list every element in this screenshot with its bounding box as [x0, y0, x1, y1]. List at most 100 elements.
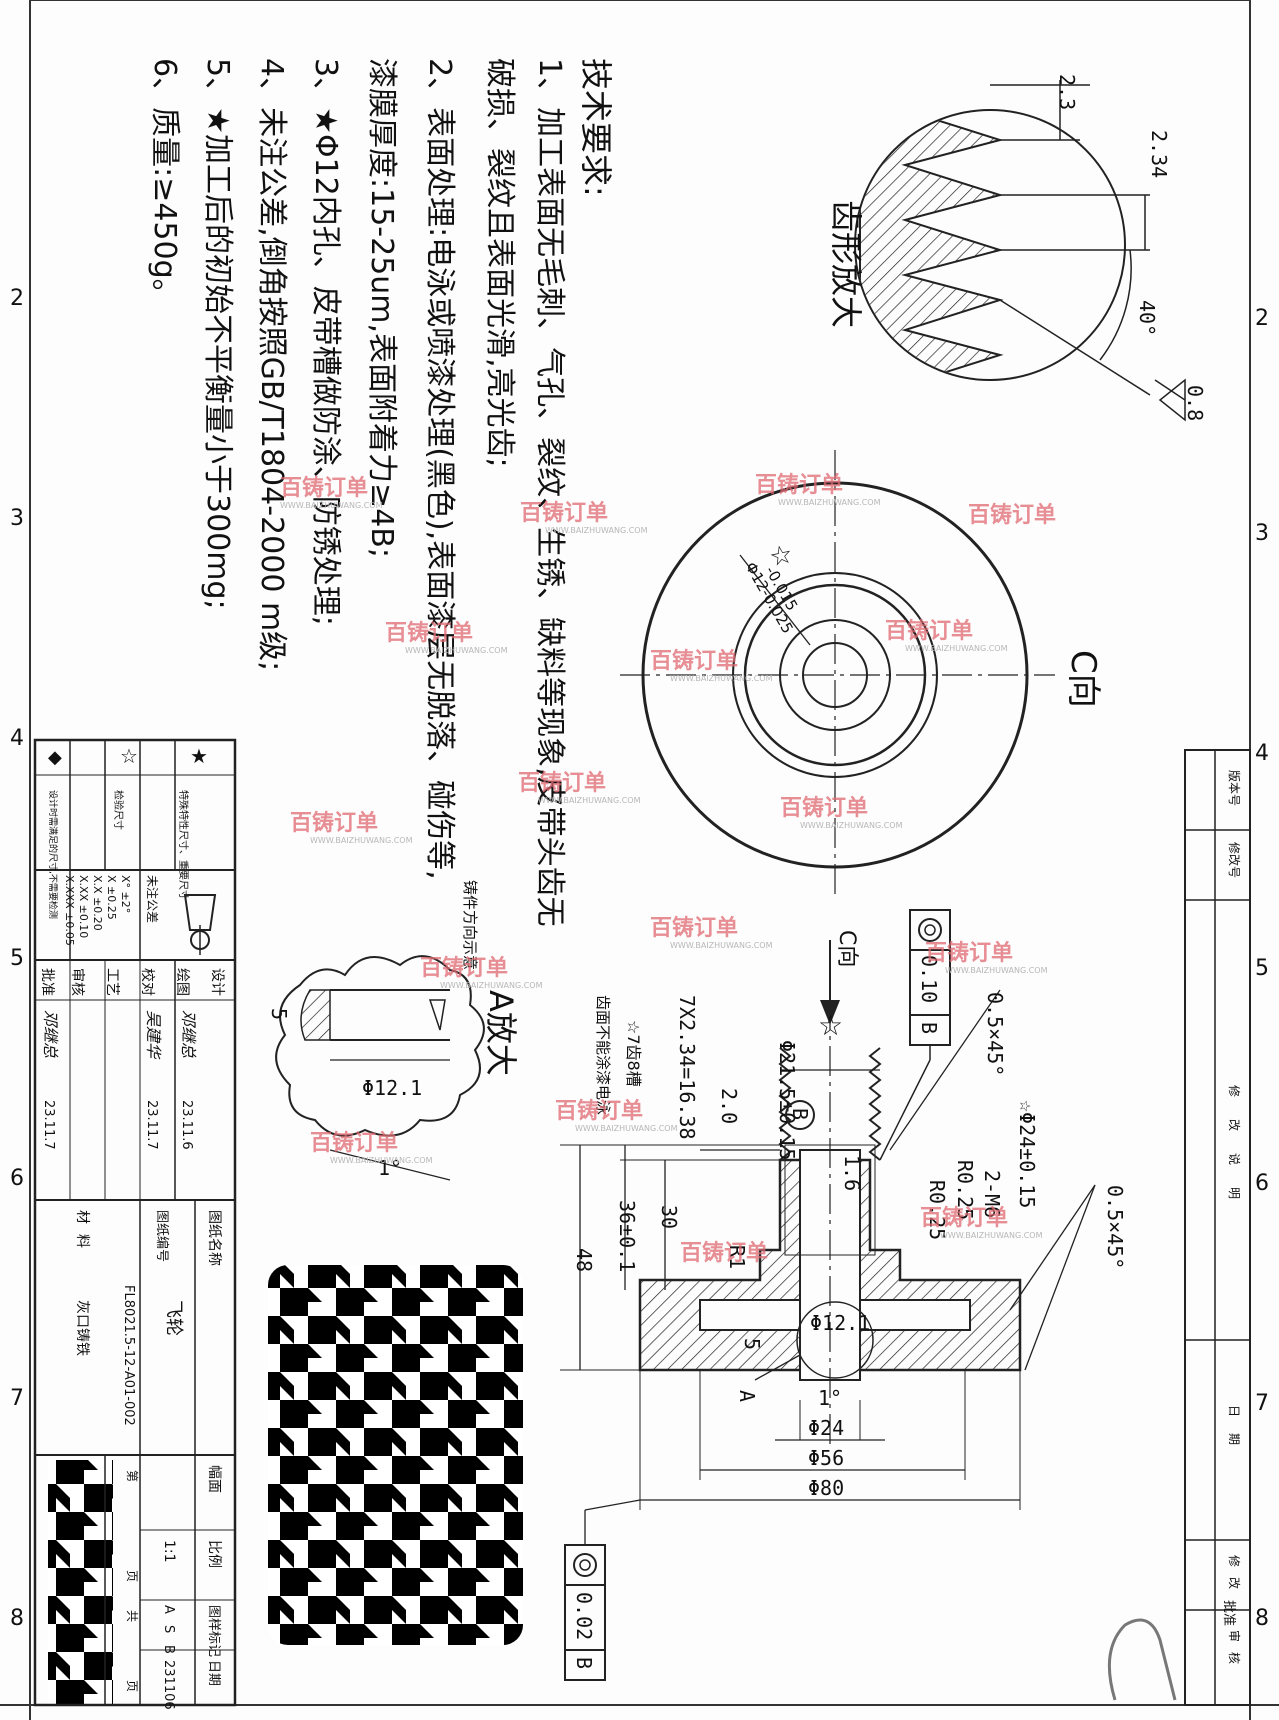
dim-h30: 30	[657, 1205, 681, 1229]
teeth-note2: 齿面不能涂漆电泳	[594, 995, 612, 1115]
role-label: 审核	[69, 968, 85, 996]
detail-a-h: 5	[267, 1008, 291, 1020]
dim-angle-1: 1°	[818, 1386, 842, 1410]
mat-value: 灰口铸铁	[74, 1300, 90, 1356]
paper-clip-icon	[1107, 1618, 1177, 1701]
svg-text:百铸订单: 百铸订单	[650, 648, 738, 674]
tol-row: X.XXX ±0.05	[63, 875, 76, 946]
zone-number: 4	[1255, 741, 1269, 766]
watermark: 百铸订单 WWW.BAIZHUWANG.COM	[420, 955, 543, 990]
svg-text:WWW.BAIZHUWANG.COM: WWW.BAIZHUWANG.COM	[280, 501, 383, 510]
zone-number: 6	[1255, 1171, 1269, 1196]
svg-text:百铸订单: 百铸订单	[885, 618, 973, 644]
svg-text:百铸订单: 百铸订单	[555, 1098, 643, 1124]
svg-text:WWW.BAIZHUWANG.COM: WWW.BAIZHUWANG.COM	[440, 981, 543, 990]
svg-text:百铸订单: 百铸订单	[385, 620, 473, 646]
zone-number: 7	[1255, 1391, 1269, 1416]
signature: 邓继总	[179, 1010, 198, 1058]
detail-a: Φ12.1 1° 5 铸件方向示意 A放大	[267, 880, 520, 1181]
zone-number: 8	[1255, 1606, 1269, 1631]
detail-a-title: A放大	[482, 990, 520, 1076]
dim-r-small: R1	[725, 1245, 749, 1269]
sheet-label: 共	[125, 1610, 139, 1622]
watermark: 百铸订单 WWW.BAIZHUWANG.COM	[920, 1205, 1043, 1240]
legend-text: 设计时需满足的尺寸,不需要检测	[47, 790, 59, 919]
role-label: 设计	[209, 968, 225, 996]
teeth-note: ☆7齿8槽	[624, 1020, 643, 1087]
svg-text:WWW.BAIZHUWANG.COM: WWW.BAIZHUWANG.COM	[800, 821, 903, 830]
zone-number: 2	[1255, 306, 1269, 331]
legend-sym: ★	[190, 744, 208, 768]
date-label: 日期	[206, 1660, 221, 1686]
legend-sym: ☆	[120, 744, 138, 768]
svg-text:百铸订单: 百铸订单	[920, 1205, 1008, 1231]
svg-text:百铸订单: 百铸订单	[925, 940, 1013, 966]
svg-text:WWW.BAIZHUWANG.COM: WWW.BAIZHUWANG.COM	[945, 966, 1048, 975]
coax-datum-bottom: B	[572, 1657, 596, 1669]
roughness-16: 1.6	[840, 1155, 864, 1191]
svg-text:WWW.BAIZHUWANG.COM: WWW.BAIZHUWANG.COM	[405, 646, 508, 655]
size-label: 幅面	[206, 1465, 222, 1493]
svg-text:WWW.BAIZHUWANG.COM: WWW.BAIZHUWANG.COM	[575, 1124, 678, 1133]
zone-number: 3	[10, 506, 24, 531]
svg-text:百铸订单: 百铸订单	[755, 472, 843, 498]
watermark: 百铸订单 WWW.BAIZHUWANG.COM	[385, 620, 508, 655]
svg-text:百铸订单: 百铸订单	[518, 770, 606, 796]
legend-text: 特殊特性尺寸、重要尺寸	[177, 790, 190, 900]
sheet-label: 页	[125, 1680, 139, 1692]
sheet-label: 第	[125, 1470, 139, 1482]
svg-text:百铸订单: 百铸订单	[520, 500, 608, 526]
sign-date: 23.11.7	[144, 1100, 159, 1150]
title-block: ★ 特殊特性尺寸、重要尺寸 ☆ 检验尺寸 ◆ 设计时需满足的尺寸,不需要检测 未…	[33, 738, 237, 1710]
dim-d215: Φ21.5±0.15	[775, 1040, 799, 1160]
rev-header: 版本号	[1227, 770, 1241, 806]
tech-req-title: 技术要求:	[577, 58, 615, 197]
watermark: 百铸订单 WWW.BAIZHUWANG.COM	[650, 648, 773, 683]
watermark: 百铸订单 WWW.BAIZHUWANG.COM	[290, 810, 413, 845]
coax-frame-top: 0.10 B	[879, 909, 951, 1161]
tooth-roughness: 0.8	[1183, 385, 1207, 421]
detail-a-note: 铸件方向示意	[461, 880, 479, 970]
tol-title: 未注公差	[145, 875, 160, 923]
redaction-block	[48, 1460, 113, 1705]
tech-req-item: 3、★Φ12内孔、皮带槽做防涂、防锈处理;	[308, 58, 343, 626]
tooth-angle-dim: 40°	[1135, 300, 1159, 336]
role-label: 批准	[39, 968, 55, 996]
rev-header: 修改说明	[1227, 1085, 1242, 1221]
svg-text:WWW.BAIZHUWANG.COM: WWW.BAIZHUWANG.COM	[670, 674, 773, 683]
mat-label: 材料	[74, 1210, 90, 1258]
svg-text:百铸订单: 百铸订单	[680, 1240, 768, 1266]
name-value: 飞轮	[163, 1300, 184, 1336]
tol-row: X.X ±0.20	[91, 875, 104, 931]
watermark: 百铸订单	[680, 1240, 768, 1266]
watermark: 百铸订单 WWW.BAIZHUWANG.COM	[925, 940, 1048, 975]
border-zone-numbers: 2 3 4 5 6 7 8 2 3 4 5 6 7 8	[10, 286, 1269, 1631]
watermark: 百铸订单 WWW.BAIZHUWANG.COM	[755, 472, 881, 507]
chamfer-right: 0.5×45°	[1103, 1185, 1127, 1269]
legend-text: 检验尺寸	[112, 790, 125, 830]
zone-number: 8	[10, 1606, 24, 1631]
tech-req-item: 1、加工表面无毛刺、气孔、裂纹、生锈、缺料等现象,皮带头齿无	[532, 58, 567, 927]
no-value: FL8021.5-12-A01-002	[121, 1285, 136, 1426]
dim-h36: 36±0.1	[615, 1200, 639, 1272]
tech-req-item: 5、★加工后的初始不平衡量小于300mg;	[200, 58, 235, 610]
dim-5: 5	[740, 1338, 764, 1350]
watermark: 百铸订单 WWW.BAIZHUWANG.COM	[518, 770, 641, 805]
role-label: 校对	[139, 968, 156, 996]
svg-text:WWW.BAIZHUWANG.COM: WWW.BAIZHUWANG.COM	[905, 644, 1008, 653]
dim-d80: Φ80	[808, 1476, 844, 1500]
tooth-detail-title: 齿形放大	[827, 200, 865, 328]
svg-text:WWW.BAIZHUWANG.COM: WWW.BAIZHUWANG.COM	[940, 1231, 1043, 1240]
coax-tol-bottom: 0.02	[572, 1592, 596, 1640]
watermark: 百铸订单 WWW.BAIZHUWANG.COM	[885, 618, 1008, 653]
svg-text:百铸订单: 百铸订单	[780, 795, 868, 821]
signature: 吴建华	[144, 1010, 163, 1060]
sign-date: 23.11.7	[41, 1100, 56, 1150]
dim-20: 2.0	[717, 1088, 741, 1124]
watermark: 百铸订单 WWW.BAIZHUWANG.COM	[780, 795, 903, 830]
tol-row: X.XX ±0.10	[77, 875, 90, 938]
zone-number: 5	[10, 946, 24, 971]
tooth-pitch-dim: 2.3	[1055, 74, 1079, 110]
zone-number: 6	[10, 1166, 24, 1191]
sheet-label: 页	[125, 1570, 139, 1582]
